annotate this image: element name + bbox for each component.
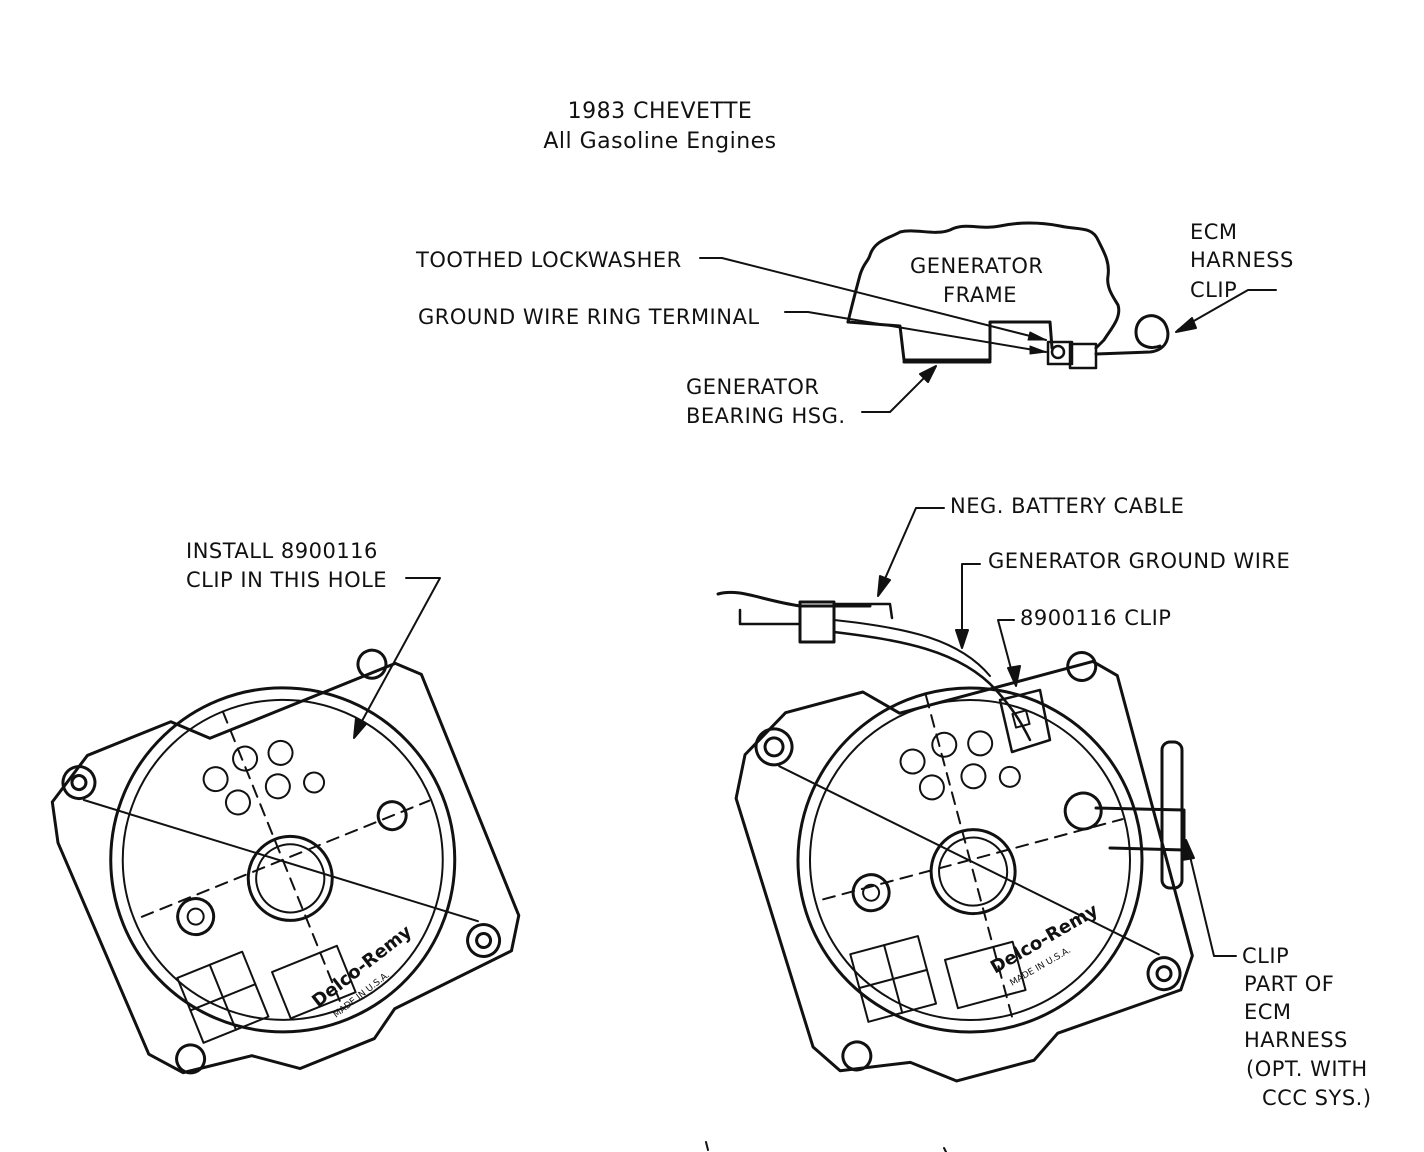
right-mount-hole-3 [841,1040,873,1072]
left-mount-hole-4b [475,931,493,949]
bearing-housing-outline [846,320,1054,362]
left-mount-hole-3 [175,1043,207,1075]
left-mount-hole-1 [61,765,97,801]
stray-mark-1 [705,1141,709,1151]
label-clip-part-1: CLIP [1242,944,1290,968]
clip-8900116 [998,688,1052,754]
right-generator-housing [734,659,1194,1083]
label-install-clip-1: INSTALL 8900116 [186,539,378,563]
lockwasher [1068,342,1098,370]
terminal-nut [1050,344,1066,360]
stray-mark-2 [943,1147,947,1152]
generator-frame-outline [846,221,1121,350]
label-neg-battery-cable: NEG. BATTERY CABLE [950,494,1185,518]
label-clip-part-2: PART OF [1244,972,1335,996]
diagram-title-line1: 1983 CHEVETTE [567,99,753,124]
label-generator-frame-1: GENERATOR [910,254,1044,278]
label-generator-bearing-2: BEARING HSG. [686,404,846,428]
ecm-harness-clip-right [1094,740,1186,890]
left-mount-hole-4 [466,922,502,958]
right-mount-hole-1b [763,736,785,758]
label-generator-ground-wire: GENERATOR GROUND WIRE [988,549,1291,573]
ecm-harness-clip-coil [1094,314,1170,356]
label-ecm-harness-clip-1: ECM [1190,220,1238,244]
label-clip-part-5: (OPT. WITH [1246,1057,1368,1081]
right-mount-hole-4 [1146,956,1182,992]
label-ecm-harness-clip-3: CLIP [1190,278,1238,302]
label-clip-8900116: 8900116 CLIP [1020,606,1172,630]
left-rim-outer [109,686,457,1034]
diagram-title-line2: All Gasoline Engines [543,129,777,154]
generator-ground-wire [832,630,1032,742]
top-leader-lines [699,257,1277,413]
label-toothed-lockwasher: TOOTHED LOCKWASHER [416,248,682,272]
ground-terminal [1046,340,1074,366]
right-mount-hole-4b [1155,965,1173,983]
left-mount-hole-2 [356,648,388,680]
battery-cable-clamp [798,600,836,644]
label-ground-wire-ring-terminal: GROUND WIRE RING TERMINAL [418,305,760,329]
right-generator [734,650,1194,1083]
left-generator [50,648,521,1075]
right-rim-outer [796,686,1144,1034]
left-generator-housing [50,661,521,1075]
label-clip-part-3: ECM [1244,1000,1292,1024]
negative-battery-cable [716,590,1032,742]
label-clip-part-6: CCC SYS.) [1262,1086,1372,1110]
right-mount-hole-2 [1066,650,1098,682]
label-generator-bearing-1: GENERATOR [686,375,820,399]
right-mount-hole-1 [754,727,794,767]
left-mount-hole-1b [70,774,88,792]
bottom-leader-lines [353,507,1237,957]
label-ecm-harness-clip-2: HARNESS [1190,248,1294,272]
label-generator-frame-2: FRAME [943,283,1018,307]
label-clip-part-4: HARNESS [1244,1028,1348,1052]
label-install-clip-2: CLIP IN THIS HOLE [186,568,388,592]
generator-frame-detail [846,221,1170,370]
